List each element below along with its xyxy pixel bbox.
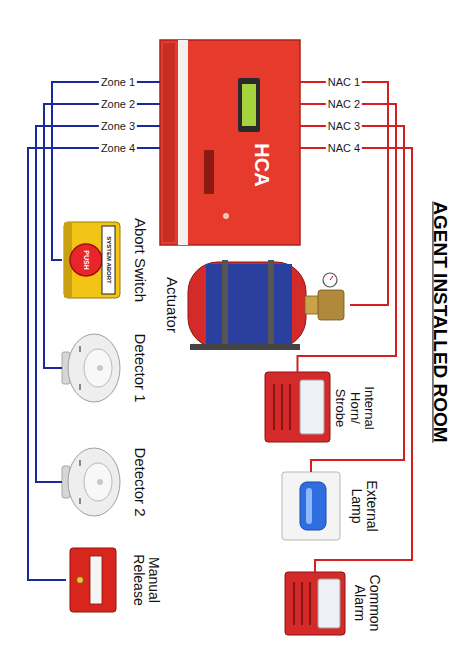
external-lamp: External Lamp bbox=[282, 472, 340, 540]
manual-release-lock bbox=[77, 577, 84, 584]
detector-housing bbox=[68, 448, 120, 516]
panel-stripe bbox=[178, 40, 188, 245]
detector-chamber bbox=[84, 463, 112, 501]
wire-label: Zone 3 bbox=[99, 120, 137, 132]
abort-switch: Abort Switch bbox=[62, 220, 122, 300]
wire-label: Zone 4 bbox=[99, 142, 137, 154]
panel-display bbox=[238, 78, 260, 132]
wire-label: NAC 3 bbox=[326, 120, 362, 132]
manual-release-plate bbox=[90, 556, 102, 604]
alarm-grille bbox=[309, 582, 311, 625]
diagram-title: AGENT INSTALLED ROOM bbox=[430, 201, 451, 442]
device-label: Detector 2 bbox=[132, 447, 149, 516]
panel-edge bbox=[163, 43, 175, 242]
horn-grille bbox=[273, 384, 275, 430]
alarm-body bbox=[285, 572, 345, 635]
nac-wire bbox=[300, 126, 404, 472]
strobe-lens bbox=[300, 380, 324, 434]
control-panel: HCA bbox=[160, 40, 300, 245]
pressure-gauge bbox=[323, 273, 337, 287]
abort-switch-plate bbox=[102, 226, 115, 294]
device-label: Internal Horn/ Strobe bbox=[334, 386, 377, 429]
cylinder-bracket bbox=[190, 344, 300, 350]
detector-vent bbox=[79, 498, 81, 504]
cylinder-body bbox=[188, 262, 306, 348]
wire-label: NAC 2 bbox=[326, 98, 362, 110]
nac-wire bbox=[300, 82, 388, 305]
zone-wire bbox=[28, 148, 160, 580]
cylinder-band bbox=[206, 264, 292, 346]
detector-chamber bbox=[84, 349, 112, 387]
manual-release: Manual Release bbox=[66, 545, 120, 615]
alarm-grille bbox=[293, 582, 295, 625]
panel-keyhole bbox=[223, 213, 229, 219]
panel-display-screen bbox=[242, 84, 256, 126]
panel-body bbox=[160, 40, 300, 245]
detector-housing bbox=[68, 334, 120, 402]
cylinder-strap bbox=[268, 260, 274, 350]
detector-led bbox=[97, 365, 103, 371]
lamp-base bbox=[282, 472, 340, 540]
abort-switch-body bbox=[64, 222, 120, 298]
lamp-highlight bbox=[306, 488, 312, 524]
alarm-grille bbox=[301, 582, 303, 625]
lamp-dome bbox=[300, 482, 326, 530]
detector-vent bbox=[79, 346, 81, 352]
device-label: Common Alarm bbox=[352, 575, 383, 632]
horn-grille bbox=[289, 384, 291, 430]
nac-wire bbox=[300, 148, 412, 572]
wire-label: NAC 1 bbox=[326, 76, 362, 88]
button-marking: PUSH bbox=[82, 250, 90, 269]
horn-strobe: Internal Horn/ Strobe bbox=[265, 372, 330, 442]
detector-led bbox=[97, 479, 103, 485]
horn-body bbox=[265, 372, 330, 442]
detector-vent bbox=[79, 384, 81, 390]
smoke-detector: Detector 2 bbox=[62, 444, 122, 520]
horn-grille bbox=[281, 384, 283, 430]
manual-release-body bbox=[70, 548, 116, 612]
wire-label: NAC 4 bbox=[326, 142, 362, 154]
device-label: Actuator bbox=[164, 277, 181, 333]
device-label: External Lamp bbox=[349, 480, 380, 531]
wire-label: Zone 1 bbox=[99, 76, 137, 88]
nac-wire bbox=[298, 104, 397, 372]
agent-actuator: Actuator bbox=[185, 258, 350, 352]
zone-wire bbox=[44, 104, 160, 368]
cylinder-strap bbox=[222, 260, 228, 350]
gauge-needle bbox=[330, 276, 333, 280]
alarm-lens bbox=[318, 579, 340, 628]
device-label: Abort Switch bbox=[132, 218, 149, 302]
device-label: Detector 1 bbox=[132, 333, 149, 402]
panel-logo bbox=[204, 150, 214, 194]
cylinder-neck bbox=[305, 296, 319, 314]
cylinder-valve bbox=[318, 290, 344, 320]
smoke-detector: Detector 1 bbox=[62, 330, 122, 406]
device-label: HCA bbox=[251, 143, 273, 186]
device-label: Manual Release bbox=[131, 554, 162, 605]
zone-wire bbox=[36, 126, 160, 482]
abort-button bbox=[70, 244, 102, 276]
common-alarm: Common Alarm bbox=[285, 572, 345, 635]
device-marking: SYSTEM ABORT bbox=[105, 236, 112, 283]
wire-label: Zone 2 bbox=[99, 98, 137, 110]
detector-vent bbox=[79, 460, 81, 466]
